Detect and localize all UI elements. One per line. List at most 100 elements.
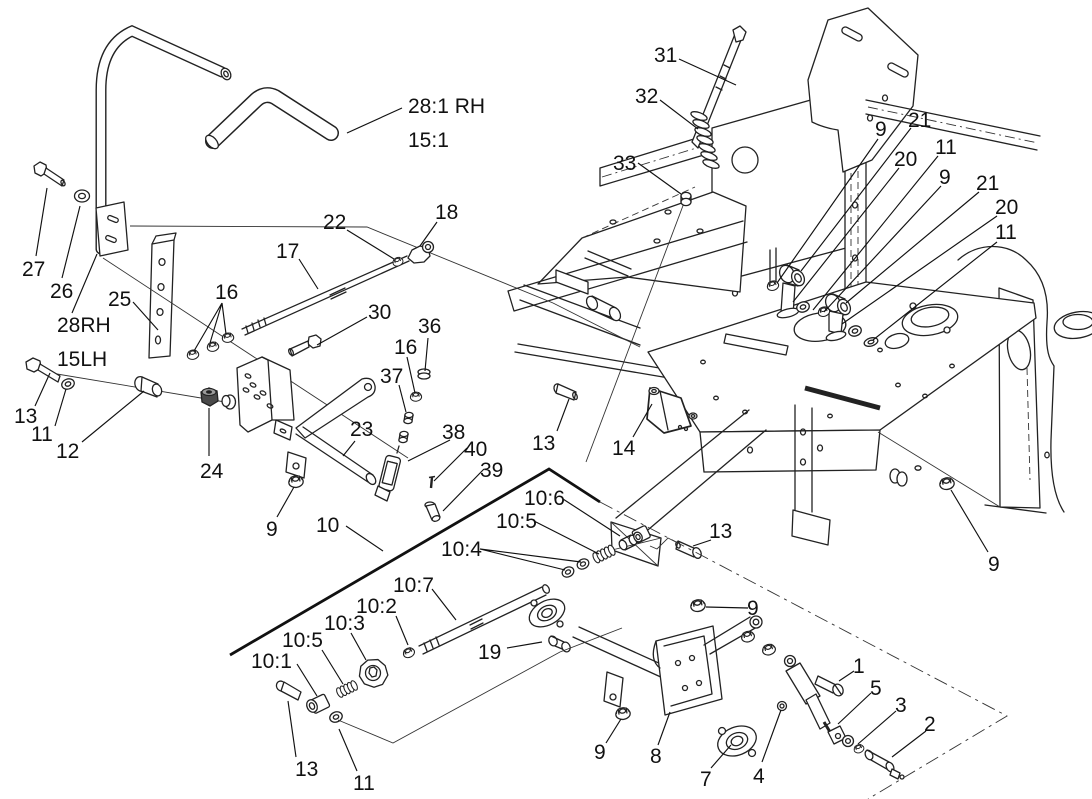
damper-eye [783, 654, 797, 668]
control-rod-group-10 [275, 525, 702, 725]
callout-7: 7 [700, 768, 712, 791]
callout-22: 22 [323, 211, 346, 234]
callout-10-5b: 10:5 [282, 629, 323, 652]
callout-21b: 21 [976, 172, 999, 195]
callout-9f: 9 [988, 553, 1000, 576]
bellcrank-21a [776, 264, 806, 319]
clevis-pin-39 [424, 501, 441, 522]
bolt-1 [814, 675, 844, 697]
callout-20a: 20 [894, 148, 917, 171]
washer-5 [841, 734, 855, 748]
bolt-30 [288, 334, 322, 357]
callout-37: 37 [380, 365, 403, 388]
callout-30: 30 [368, 301, 391, 324]
callout-18: 18 [435, 201, 458, 224]
rod-10-7 [418, 586, 547, 655]
tube-bracket [95, 201, 129, 257]
callout-36: 36 [418, 315, 441, 338]
nut-mid-1 [739, 629, 757, 644]
callout-13a: 13 [14, 405, 37, 428]
pin-40 [428, 475, 436, 489]
callout-9d: 9 [594, 741, 606, 764]
lever-tube [95, 24, 232, 255]
callout-16a: 16 [215, 281, 238, 304]
nut-9f [938, 475, 956, 492]
spacer-2 [864, 749, 905, 780]
nut-mid-2 [760, 642, 778, 657]
callout-17: 17 [276, 240, 299, 263]
callout-32: 32 [635, 85, 658, 108]
callout-11c: 11 [995, 221, 1017, 244]
trunnion-10-1 [306, 693, 331, 714]
lever-arm-23 [295, 377, 377, 486]
nut-9e [689, 597, 707, 614]
grip-handle [205, 87, 339, 150]
callout-15-1: 15:1 [408, 129, 449, 152]
callout-25: 25 [108, 288, 131, 311]
callout-9e: 9 [747, 597, 759, 620]
washer-10-4b [574, 556, 592, 572]
damper-assembly [776, 654, 905, 780]
spring-rod-assembly [585, 25, 747, 463]
spring-guide-33 [680, 191, 692, 207]
callout-39: 39 [480, 459, 503, 482]
callout-4: 4 [753, 765, 765, 788]
washer-4 [776, 700, 788, 712]
center-bracket-assembly [185, 331, 377, 489]
callout-11b: 11 [935, 136, 957, 159]
callout-9c: 9 [939, 166, 951, 189]
adjuster-38 [378, 454, 402, 492]
callout-10-3: 10:3 [324, 612, 365, 635]
spring-10-5a [590, 543, 618, 565]
support-bar-25 [148, 232, 177, 359]
callout-20b: 20 [995, 196, 1018, 219]
bottom-axle-assembly [528, 597, 778, 758]
callout-5: 5 [870, 677, 882, 700]
flange-bearing-top [528, 598, 566, 628]
callout-9b: 9 [875, 118, 887, 141]
callout-21a: 21 [908, 109, 931, 132]
washer-11-left [59, 376, 77, 392]
washer-26 [73, 189, 91, 203]
callout-labels: 28:1 RH 15:1 27 26 28RH 15LH 25 16 17 22… [14, 44, 1018, 795]
callout-19: 19 [478, 641, 501, 664]
callout-33: 33 [613, 152, 636, 175]
callout-10-5a: 10:5 [496, 510, 537, 533]
callout-10: 10 [316, 514, 339, 537]
phantom-boundaries [229, 467, 1008, 799]
callout-28-1-rh: 28:1 RH [408, 95, 485, 118]
spring-10-5b [334, 679, 360, 699]
upper-arm [703, 615, 763, 655]
callout-10-2: 10:2 [356, 595, 397, 618]
nut-16-3 [220, 331, 236, 344]
callout-14: 14 [612, 437, 636, 460]
callout-12: 12 [56, 440, 79, 463]
pivot-hardware-left [25, 225, 641, 459]
callout-28rh: 28RH [57, 314, 111, 337]
callout-26: 26 [50, 280, 73, 303]
pivot-bracket-14 [646, 386, 698, 434]
nut-10-2 [401, 645, 417, 660]
leader-lines [34, 58, 998, 772]
callout-3: 3 [895, 694, 907, 717]
callout-9a: 9 [266, 518, 278, 541]
knob-10-3 [358, 658, 389, 688]
callout-11d: 11 [353, 772, 375, 795]
nut-16-2 [205, 340, 221, 353]
damper-body [785, 662, 821, 705]
callout-10-6: 10:6 [524, 487, 565, 510]
flange-bearing-7 [717, 725, 757, 758]
nut-16b [409, 391, 423, 403]
callout-10-1: 10:1 [251, 650, 292, 673]
callout-31: 31 [654, 44, 677, 67]
spacer-19 [548, 635, 571, 653]
callout-10-4: 10:4 [441, 538, 482, 561]
callout-13c: 13 [709, 520, 732, 543]
washer-10-4a [559, 564, 577, 580]
spacer-nut-24 [200, 387, 219, 407]
washer-11c [863, 337, 879, 347]
callout-13b: 13 [532, 432, 555, 455]
callout-16b: 16 [394, 336, 417, 359]
